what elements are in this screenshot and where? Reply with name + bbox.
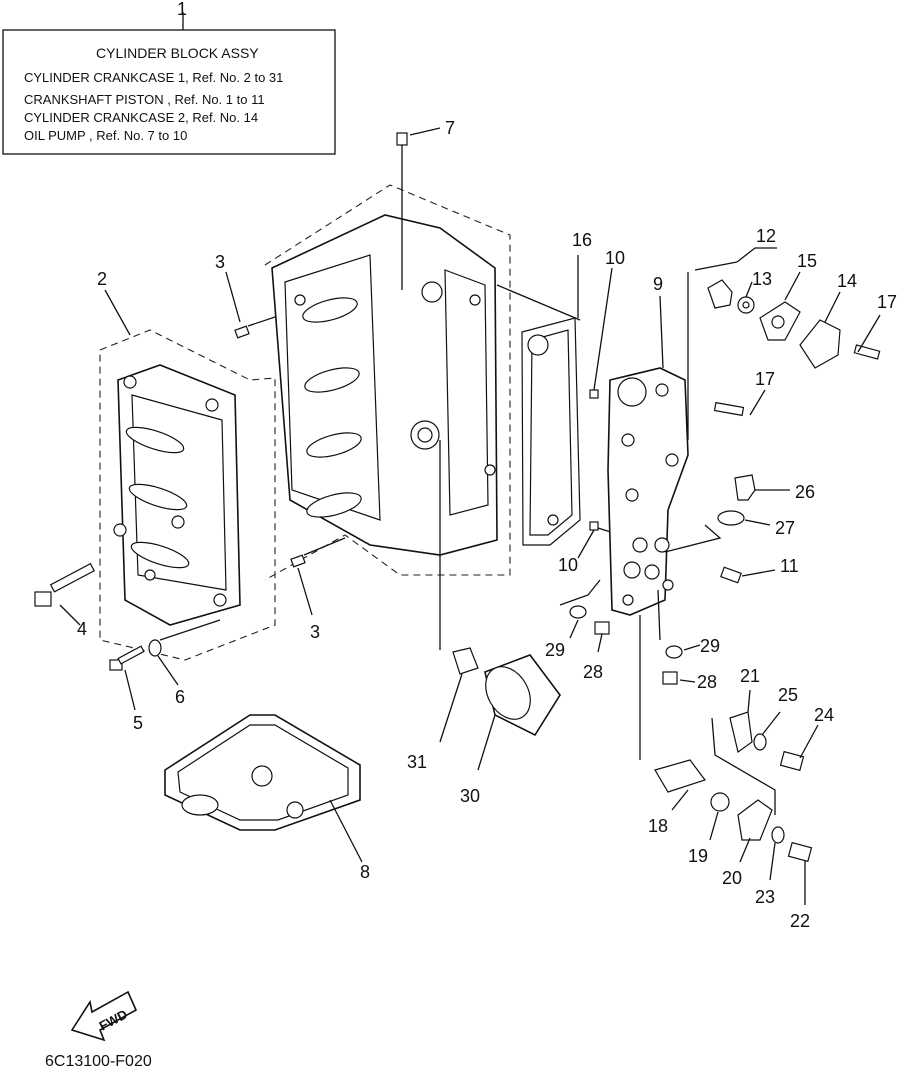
callout-17-right: 17 — [877, 292, 897, 312]
callout-1: 1 — [177, 0, 187, 19]
callout-26: 26 — [795, 482, 815, 502]
callout-29-right: 29 — [700, 636, 720, 656]
callout-7: 7 — [445, 118, 455, 138]
callout-8: 8 — [360, 862, 370, 882]
fwd-arrow: FWD — [70, 990, 138, 1042]
callout-28-left: 28 — [583, 662, 603, 682]
fittings-and-plugs — [559, 474, 790, 685]
callout-15: 15 — [797, 251, 817, 271]
callout-10-bottom: 10 — [558, 555, 578, 575]
lower-right-parts — [654, 689, 819, 905]
callout-3-top: 3 — [215, 252, 225, 272]
legend-line-2: CRANKSHAFT PISTON , Ref. No. 1 to 11 — [24, 92, 265, 107]
callout-13: 13 — [752, 269, 772, 289]
callout-17-mid: 17 — [755, 369, 775, 389]
legend-line-4: OIL PUMP , Ref. No. 7 to 10 — [24, 128, 187, 143]
callout-10-top: 10 — [605, 248, 625, 268]
callout-20: 20 — [722, 868, 742, 888]
callout-16: 16 — [572, 230, 592, 250]
diagram-code: 6C13100-F020 — [45, 1053, 152, 1070]
callout-19: 19 — [688, 846, 708, 866]
callout-30: 30 — [460, 786, 480, 806]
bolt-part-7 — [396, 127, 441, 290]
legend-title: CYLINDER BLOCK ASSY — [96, 45, 259, 61]
oil-filter-parts — [439, 647, 561, 771]
callout-12: 12 — [756, 226, 776, 246]
callout-3-bottom: 3 — [310, 622, 320, 642]
bolts-left — [34, 562, 221, 711]
legend-line-3: CYLINDER CRANKCASE 2, Ref. No. 14 — [24, 110, 258, 125]
callout-labels: 2 3 3 4 5 6 7 8 9 10 10 11 12 13 15 14 1… — [77, 118, 897, 931]
callout-2: 2 — [97, 269, 107, 289]
callout-4: 4 — [77, 619, 87, 639]
callout-9: 9 — [653, 274, 663, 294]
callout-18: 18 — [648, 816, 668, 836]
callout-24: 24 — [814, 705, 834, 725]
assembly-outlines — [99, 184, 511, 661]
legend-line-1: CYLINDER CRANKCASE 1, Ref. No. 2 to 31 — [24, 70, 283, 85]
gasket-part-8 — [164, 714, 363, 863]
callout-14: 14 — [837, 271, 857, 291]
callout-23: 23 — [755, 887, 775, 907]
callout-22: 22 — [790, 911, 810, 931]
legend-box: 1 CYLINDER BLOCK ASSY CYLINDER CRANKCASE… — [2, 0, 336, 155]
callout-5: 5 — [133, 713, 143, 733]
callout-25: 25 — [778, 685, 798, 705]
callout-29-left: 29 — [545, 640, 565, 660]
callout-11: 11 — [780, 556, 799, 576]
gasket-part-16 — [521, 255, 581, 546]
callout-6: 6 — [175, 687, 185, 707]
callout-28-right: 28 — [697, 672, 717, 692]
callout-27: 27 — [775, 518, 795, 538]
callout-21: 21 — [740, 666, 760, 686]
right-top-parts — [694, 247, 881, 417]
crankcase-cover-part-9 — [607, 272, 689, 760]
cylinder-block — [271, 214, 581, 650]
callout-31: 31 — [407, 752, 427, 772]
crankcase-part-2 — [113, 364, 241, 626]
